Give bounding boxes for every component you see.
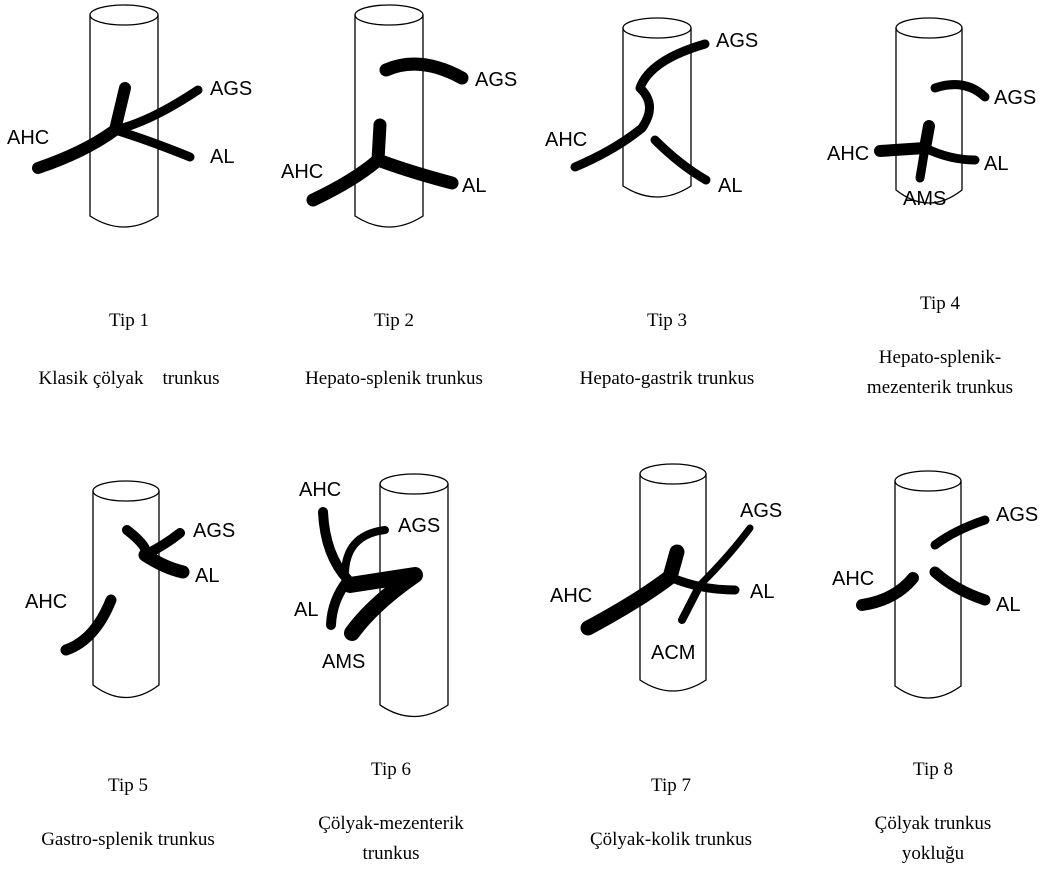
tip-label: Tip 4 — [920, 293, 960, 314]
label-ags: AGS — [740, 500, 782, 522]
label-al: AL — [294, 599, 318, 621]
label-al: AL — [984, 153, 1008, 175]
panel-tip-6: AHC AGS AL AMS Tip 6 Çölyak-mezenterik t… — [294, 473, 464, 864]
label-ams: AMS — [322, 651, 365, 673]
label-al: AL — [750, 581, 774, 603]
tip-label: Tip 6 — [371, 759, 411, 780]
label-al: AL — [195, 565, 219, 587]
vessel-branches — [874, 80, 990, 183]
caption-line-2: mezenterik trunkus — [867, 377, 1013, 398]
caption-line-1: Klasik çölyak trunkus — [38, 368, 219, 389]
tip-label: Tip 1 — [109, 310, 149, 331]
label-ahc: AHC — [25, 591, 67, 613]
aorta-cylinder — [639, 463, 707, 692]
panel-tip-4: AGS AHC AL AMS Tip 4 Hepato-splenik- mez… — [827, 17, 1036, 398]
panel-tip-3: AGS AHC AL Tip 3 Hepato-gastrik trunkus — [545, 17, 758, 389]
vessel-branches — [60, 525, 190, 656]
aorta-cylinder — [379, 473, 449, 718]
caption-line-1: Hepato-gastrik trunkus — [580, 368, 755, 389]
label-al: AL — [210, 146, 234, 168]
caption-line-1: Çölyak-kolik trunkus — [590, 829, 752, 850]
caption-line-1: Hepato-splenik trunkus — [305, 368, 483, 389]
caption-line-2: yokluğu — [902, 843, 965, 864]
tip-label: Tip 8 — [913, 759, 953, 780]
label-al: AL — [718, 175, 742, 197]
caption-line-1: Hepato-splenik- — [879, 347, 1001, 368]
label-al: AL — [462, 175, 486, 197]
aorta-cylinder — [894, 470, 962, 699]
tip-label: Tip 2 — [374, 310, 414, 331]
caption-line-1: Çölyak-mezenterik — [318, 813, 464, 834]
label-ahc: AHC — [827, 143, 869, 165]
vessel-branches — [580, 524, 754, 636]
label-ags: AGS — [996, 504, 1038, 526]
panel-tip-7: AGS AHC AL ACM Tip 7 Çölyak-kolik trunku… — [550, 463, 782, 850]
label-ahc: AHC — [281, 161, 323, 183]
vessel-branches — [570, 39, 711, 185]
label-ahc: AHC — [299, 479, 341, 501]
vessel-branches — [856, 515, 991, 611]
label-acm: ACM — [651, 642, 695, 664]
caption-line-1: Gastro-splenik trunkus — [41, 829, 215, 850]
caption-line-2: trunkus — [363, 843, 420, 864]
label-ahc: AHC — [832, 568, 874, 590]
aorta-cylinder — [895, 17, 963, 204]
label-ags: AGS — [210, 78, 252, 100]
caption-line-1: Çölyak trunkus — [875, 813, 992, 834]
panel-tip-1: AHC AGS AL Tip 1 Klasik çölyak trunkus — [7, 4, 252, 389]
label-ags: AGS — [716, 30, 758, 52]
label-ags: AGS — [193, 520, 235, 542]
tip-label: Tip 5 — [108, 775, 148, 796]
label-ags: AGS — [475, 69, 517, 91]
label-ags: AGS — [398, 515, 440, 537]
panel-tip-2: AGS AHC AL Tip 2 Hepato-splenik trunkus — [281, 4, 517, 389]
label-ams: AMS — [903, 188, 946, 210]
panel-tip-8: AGS AHC AL Tip 8 Çölyak trunkus yokluğu — [832, 470, 1038, 864]
label-ahc: AHC — [7, 127, 49, 149]
vessel-branches — [32, 82, 203, 174]
label-ahc: AHC — [545, 129, 587, 151]
panel-tip-5: AGS AL AHC Tip 5 Gastro-splenik trunkus — [25, 480, 235, 850]
tip-label: Tip 7 — [651, 775, 691, 796]
label-al: AL — [996, 594, 1020, 616]
label-ahc: AHC — [550, 585, 592, 607]
tip-label: Tip 3 — [647, 310, 687, 331]
aorta-cylinder — [92, 480, 160, 698]
aorta-cylinder — [354, 4, 424, 228]
label-ags: AGS — [994, 87, 1036, 109]
vessel-branches — [306, 57, 469, 207]
vessel-branches — [318, 507, 423, 641]
aorta-cylinder — [89, 4, 159, 228]
aorta-cylinder — [622, 17, 692, 198]
